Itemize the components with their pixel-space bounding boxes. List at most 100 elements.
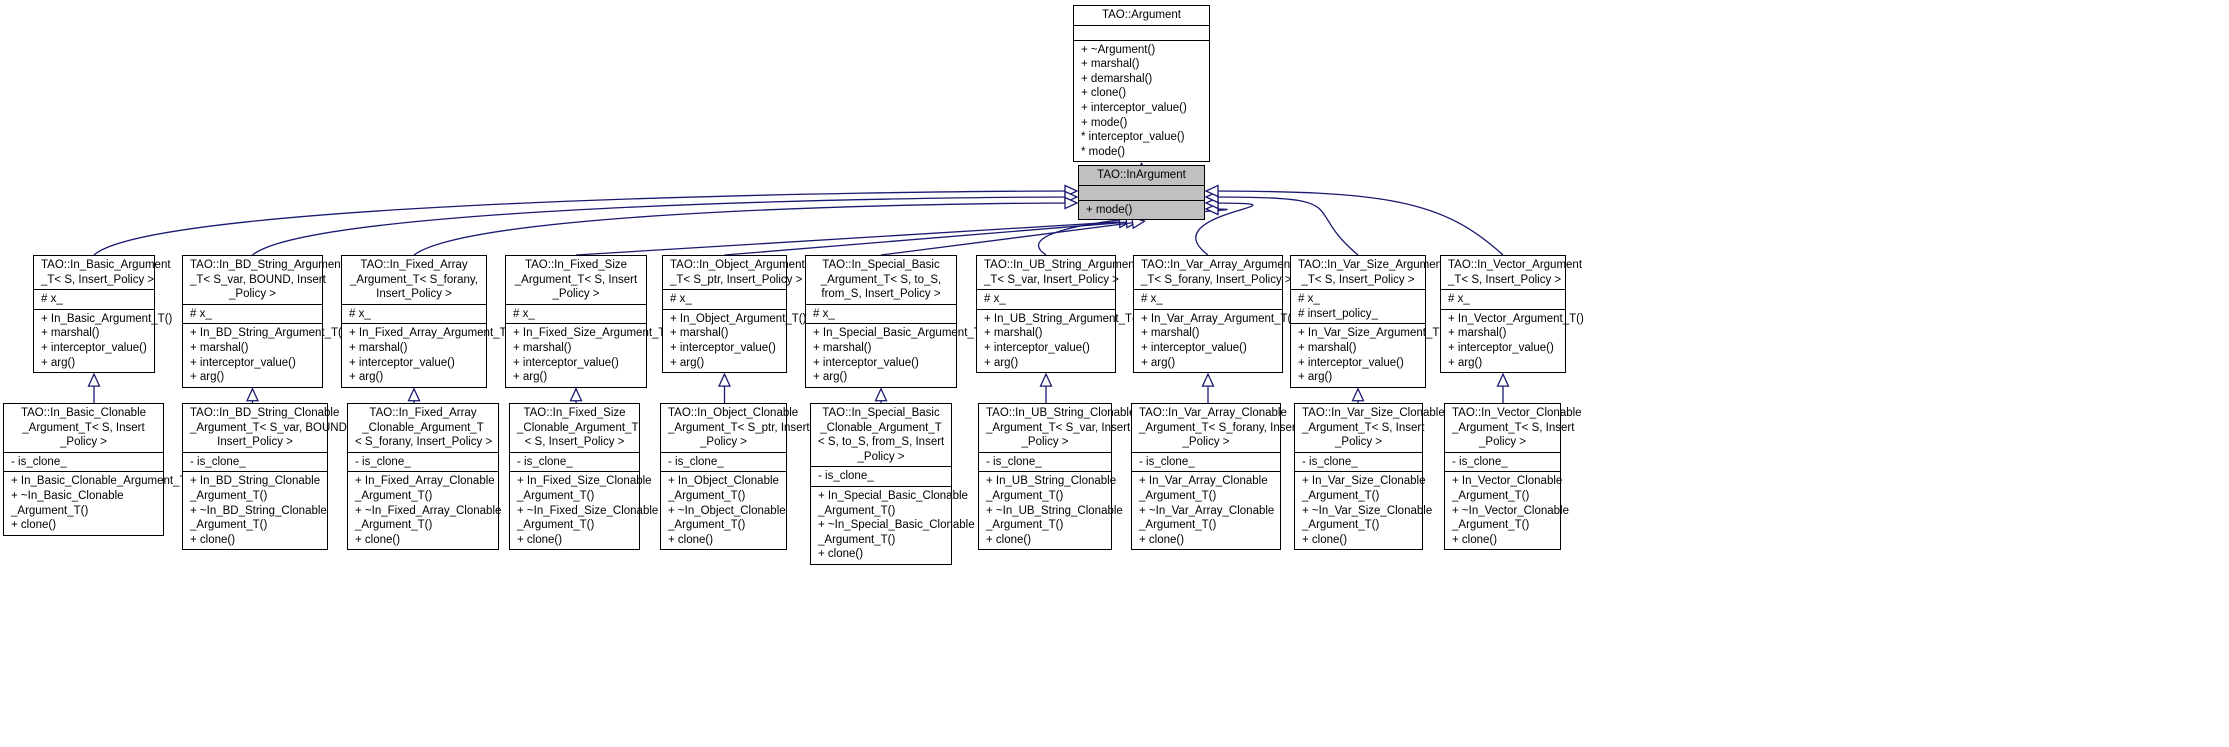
in-bd-string-argument-t-s-var-bound-insert-policy-methods-line: + In_BD_String_Argument_T() [190, 327, 346, 340]
in-object-argument-t-s-ptr-insert-policy-attrs-section: # x_ [663, 289, 786, 309]
class-box-in-basic-argument-t-s-insert-policy[interactable]: TAO::In_Basic_Argument_T< S, Insert_Poli… [33, 255, 172, 374]
in-basic-clonable-argument-t-s-insert-policy-methods-line: + ~In_Basic_Clonable [11, 489, 124, 502]
in-var-array-clonable-argument-t-s-forany-insert-policy-methods-line: _Argument_T() [1139, 519, 1217, 532]
in-fixed-size-argument-t-s-insert-policy-class-name: TAO::In_Fixed_Size_Argument_T< S, Insert… [506, 256, 646, 304]
in-var-array-clonable-argument-t-s-forany-insert-policy-methods-line: + In_Var_Array_Clonable [1139, 475, 1268, 488]
class-box-in-special-basic-argument-t-s-to-s-from-s-insert-policy[interactable]: TAO::In_Special_Basic_Argument_T< S, to_… [805, 255, 988, 388]
class-box-in-fixed-array-clonable-argument-t-s-forany-insert-policy[interactable]: TAO::In_Fixed_Array_Clonable_Argument_T<… [347, 403, 501, 551]
in-special-basic-clonable-argument-t-s-to-s-from-s-insert-policy-title-line: TAO::In_Special_Basic [822, 407, 940, 419]
argument-methods-line: + interceptor_value() [1081, 101, 1187, 114]
in-vector-clonable-argument-t-s-insert-policy-methods-section: + In_Vector_Clonable_Argument_T()+ ~In_V… [1445, 471, 1569, 549]
class-box-in-vector-clonable-argument-t-s-insert-policy[interactable]: TAO::In_Vector_Clonable_Argument_T< S, I… [1444, 403, 1582, 551]
in-fixed-array-argument-t-s-forany-insert-policy-class-name: TAO::In_Fixed_Array_Argument_T< S_forany… [342, 256, 486, 304]
in-var-array-argument-t-s-forany-insert-policy-methods-section: + In_Var_Array_Argument_T()+ marshal()+ … [1134, 308, 1295, 372]
class-box-in-object-clonable-argument-t-s-ptr-insert-policy[interactable]: TAO::In_Object_Clonable_Argument_T< S_pt… [660, 403, 810, 551]
in-vector-clonable-argument-t-s-insert-policy-title-line: _Policy > [1479, 436, 1526, 449]
in-basic-clonable-argument-t-s-insert-policy-methods-section: + In_Basic_Clonable_Argument_T()+ ~In_Ba… [4, 471, 194, 534]
in-basic-argument-t-s-insert-policy-title-line: _T< S, Insert_Policy > [41, 273, 155, 286]
class-box-in-bd-string-argument-t-s-var-bound-insert-policy[interactable]: TAO::In_BD_String_Argument_T< S_var, BOU… [182, 255, 346, 388]
in-special-basic-clonable-argument-t-s-to-s-from-s-insert-policy-methods-line: + ~In_Special_Basic_Clonable [818, 519, 975, 532]
class-box-argument[interactable]: TAO::Argument+ ~Argument()+ marshal()+ d… [1073, 5, 1210, 163]
in-fixed-array-argument-t-s-forany-insert-policy-title-line: Insert_Policy > [376, 288, 452, 301]
in-special-basic-clonable-argument-t-s-to-s-from-s-insert-policy-class-name: TAO::In_Special_Basic_Clonable_Argument_… [811, 404, 951, 466]
class-box-in-special-basic-clonable-argument-t-s-to-s-from-s-insert-policy[interactable]: TAO::In_Special_Basic_Clonable_Argument_… [810, 403, 975, 565]
class-box-in-bd-string-clonable-argument-t-s-var-bound-insert-policy[interactable]: TAO::In_BD_String_Clonable_Argument_T< S… [182, 403, 351, 551]
in-object-clonable-argument-t-s-ptr-insert-policy-title-line: _Policy > [700, 436, 747, 449]
in-special-basic-argument-t-s-to-s-from-s-insert-policy-class-name: TAO::In_Special_Basic_Argument_T< S, to_… [806, 256, 956, 304]
in-special-basic-clonable-argument-t-s-to-s-from-s-insert-policy-title-line: _Clonable_Argument_T [820, 421, 942, 434]
class-box-in-ub-string-clonable-argument-t-s-var-insert-policy[interactable]: TAO::In_UB_String_Clonable_Argument_T< S… [978, 403, 1136, 551]
in-var-array-clonable-argument-t-s-forany-insert-policy-attrs-line: - is_clone_ [1139, 455, 1195, 468]
in-vector-argument-t-s-insert-policy-methods-line: + In_Vector_Argument_T() [1448, 312, 1584, 325]
class-box-in-fixed-array-argument-t-s-forany-insert-policy[interactable]: TAO::In_Fixed_Array_Argument_T< S_forany… [341, 255, 514, 388]
in-bd-string-argument-t-s-var-bound-insert-policy-methods-line: + arg() [190, 371, 225, 384]
class-box-in-var-array-argument-t-s-forany-insert-policy[interactable]: TAO::In_Var_Array_Argument_T< S_forany, … [1133, 255, 1295, 374]
in-fixed-array-clonable-argument-t-s-forany-insert-policy-attrs-line: - is_clone_ [355, 455, 411, 468]
in-fixed-array-clonable-argument-t-s-forany-insert-policy-class-name: TAO::In_Fixed_Array_Clonable_Argument_T<… [348, 404, 498, 452]
in-bd-string-clonable-argument-t-s-var-bound-insert-policy-title-line: _Argument_T< S_var, BOUND, [190, 421, 351, 434]
in-var-array-clonable-argument-t-s-forany-insert-policy-title-line: _Argument_T< S_forany, Insert [1139, 421, 1299, 434]
in-object-argument-t-s-ptr-insert-policy-methods-line: + arg() [670, 356, 705, 369]
argument-methods-line: + mode() [1081, 116, 1128, 129]
in-special-basic-clonable-argument-t-s-to-s-from-s-insert-policy-attrs-section: - is_clone_ [811, 466, 951, 486]
in-object-clonable-argument-t-s-ptr-insert-policy-methods-line: _Argument_T() [668, 489, 746, 502]
class-box-in-fixed-size-argument-t-s-insert-policy[interactable]: TAO::In_Fixed_Size_Argument_T< S, Insert… [505, 255, 673, 388]
inargument-class-name: TAO::InArgument [1079, 166, 1204, 185]
in-fixed-size-argument-t-s-insert-policy-methods-line: + interceptor_value() [513, 356, 619, 369]
in-object-clonable-argument-t-s-ptr-insert-policy-methods-line: + clone() [668, 533, 714, 546]
in-bd-string-clonable-argument-t-s-var-bound-insert-policy-methods-line: _Argument_T() [190, 519, 268, 532]
in-var-size-clonable-argument-t-s-insert-policy-attrs-section: - is_clone_ [1295, 451, 1422, 472]
in-ub-string-clonable-argument-t-s-var-insert-policy-title-line: TAO::In_UB_String_Clonable [986, 407, 1136, 419]
inargument-attrs-section [1079, 184, 1204, 200]
in-vector-argument-t-s-insert-policy-title-line: TAO::In_Vector_Argument [1448, 259, 1583, 271]
in-object-clonable-argument-t-s-ptr-insert-policy-methods-line: + ~In_Object_Clonable [668, 504, 786, 517]
in-special-basic-clonable-argument-t-s-to-s-from-s-insert-policy-methods-line: + clone() [818, 548, 864, 561]
in-special-basic-clonable-argument-t-s-to-s-from-s-insert-policy-methods-line: _Argument_T() [818, 504, 896, 517]
in-object-argument-t-s-ptr-insert-policy-methods-section: + In_Object_Argument_T()+ marshal()+ int… [663, 308, 807, 372]
in-vector-clonable-argument-t-s-insert-policy-methods-line: + clone() [1452, 533, 1498, 546]
in-var-size-clonable-argument-t-s-insert-policy-methods-section: + In_Var_Size_Clonable_Argument_T()+ ~In… [1295, 471, 1432, 549]
in-fixed-array-argument-t-s-forany-insert-policy-methods-line: + marshal() [349, 341, 408, 354]
in-basic-argument-t-s-insert-policy-title-line: TAO::In_Basic_Argument [41, 259, 171, 271]
class-box-in-fixed-size-clonable-argument-t-s-insert-policy[interactable]: TAO::In_Fixed_Size_Clonable_Argument_T< … [509, 403, 658, 551]
in-vector-clonable-argument-t-s-insert-policy-class-name: TAO::In_Vector_Clonable_Argument_T< S, I… [1445, 404, 1582, 452]
in-object-clonable-argument-t-s-ptr-insert-policy-methods-line: _Argument_T() [668, 519, 746, 532]
in-bd-string-clonable-argument-t-s-var-bound-insert-policy-methods-line: _Argument_T() [190, 489, 268, 502]
in-vector-clonable-argument-t-s-insert-policy-attrs-section: - is_clone_ [1445, 451, 1560, 472]
in-fixed-size-clonable-argument-t-s-insert-policy-attrs-line: - is_clone_ [517, 455, 573, 468]
in-bd-string-argument-t-s-var-bound-insert-policy-methods-line: + marshal() [190, 341, 249, 354]
in-fixed-size-argument-t-s-insert-policy-title-line: _Argument_T< S, Insert [514, 273, 638, 286]
class-box-in-ub-string-argument-t-s-var-insert-policy[interactable]: TAO::In_UB_String_Argument_T< S_var, Ins… [976, 255, 1140, 374]
in-bd-string-clonable-argument-t-s-var-bound-insert-policy-attrs-line: - is_clone_ [190, 455, 246, 468]
in-var-size-clonable-argument-t-s-insert-policy-class-name: TAO::In_Var_Size_Clonable_Argument_T< S,… [1295, 404, 1445, 452]
class-box-in-vector-argument-t-s-insert-policy[interactable]: TAO::In_Vector_Argument_T< S, Insert_Pol… [1440, 255, 1584, 374]
in-fixed-size-clonable-argument-t-s-insert-policy-attrs-section: - is_clone_ [510, 451, 639, 472]
in-fixed-array-clonable-argument-t-s-forany-insert-policy-methods-section: + In_Fixed_Array_Clonable_Argument_T()+ … [348, 471, 501, 549]
class-box-in-var-size-argument-t-s-insert-policy[interactable]: TAO::In_Var_Size_Argument_T< S, Insert_P… [1290, 255, 1447, 388]
in-var-array-argument-t-s-forany-insert-policy-methods-line: + interceptor_value() [1141, 341, 1247, 354]
in-special-basic-clonable-argument-t-s-to-s-from-s-insert-policy-methods-section: + In_Special_Basic_Clonable_Argument_T()… [811, 485, 975, 564]
in-object-argument-t-s-ptr-insert-policy-methods-line: + In_Object_Argument_T() [670, 312, 807, 325]
in-basic-clonable-argument-t-s-insert-policy-title-line: TAO::In_Basic_Clonable [20, 407, 147, 419]
class-box-in-var-array-clonable-argument-t-s-forany-insert-policy[interactable]: TAO::In_Var_Array_Clonable_Argument_T< S… [1131, 403, 1299, 551]
in-fixed-size-argument-t-s-insert-policy-methods-section: + In_Fixed_Size_Argument_T()+ marshal()+… [506, 323, 673, 386]
in-object-clonable-argument-t-s-ptr-insert-policy-methods-section: + In_Object_Clonable_Argument_T()+ ~In_O… [661, 471, 786, 549]
in-vector-argument-t-s-insert-policy-methods-line: + arg() [1448, 356, 1483, 369]
in-fixed-size-clonable-argument-t-s-insert-policy-class-name: TAO::In_Fixed_Size_Clonable_Argument_T< … [510, 404, 639, 452]
in-object-clonable-argument-t-s-ptr-insert-policy-title-line: TAO::In_Object_Clonable [668, 407, 799, 419]
in-ub-string-clonable-argument-t-s-var-insert-policy-methods-section: + In_UB_String_Clonable_Argument_T()+ ~I… [979, 471, 1123, 549]
class-box-in-basic-clonable-argument-t-s-insert-policy[interactable]: TAO::In_Basic_Clonable_Argument_T< S, In… [3, 403, 194, 536]
argument-class-name: TAO::Argument [1074, 6, 1209, 25]
in-var-array-clonable-argument-t-s-forany-insert-policy-methods-line: + clone() [1139, 533, 1185, 546]
class-box-in-object-argument-t-s-ptr-insert-policy[interactable]: TAO::In_Object_Argument_T< S_ptr, Insert… [662, 255, 807, 374]
in-special-basic-argument-t-s-to-s-from-s-insert-policy-title-line: TAO::In_Special_Basic [822, 259, 940, 271]
class-box-inargument[interactable]: TAO::InArgument+ mode() [1078, 165, 1205, 221]
in-vector-clonable-argument-t-s-insert-policy-title-line: _Argument_T< S, Insert [1452, 421, 1575, 434]
in-special-basic-clonable-argument-t-s-to-s-from-s-insert-policy-title-line: _Policy > [857, 450, 905, 463]
in-fixed-array-clonable-argument-t-s-forany-insert-policy-title-line: _Clonable_Argument_T [362, 421, 484, 434]
in-bd-string-clonable-argument-t-s-var-bound-insert-policy-methods-line: + In_BD_String_Clonable [190, 475, 321, 488]
in-var-size-argument-t-s-insert-policy-methods-section: + In_Var_Size_Argument_T()+ marshal()+ i… [1291, 323, 1447, 386]
in-special-basic-clonable-argument-t-s-to-s-from-s-insert-policy-title-line: < S, to_S, from_S, Insert [818, 436, 945, 449]
in-var-array-clonable-argument-t-s-forany-insert-policy-methods-section: + In_Var_Array_Clonable_Argument_T()+ ~I… [1132, 471, 1280, 549]
class-box-in-var-size-clonable-argument-t-s-insert-policy[interactable]: TAO::In_Var_Size_Clonable_Argument_T< S,… [1294, 403, 1445, 551]
